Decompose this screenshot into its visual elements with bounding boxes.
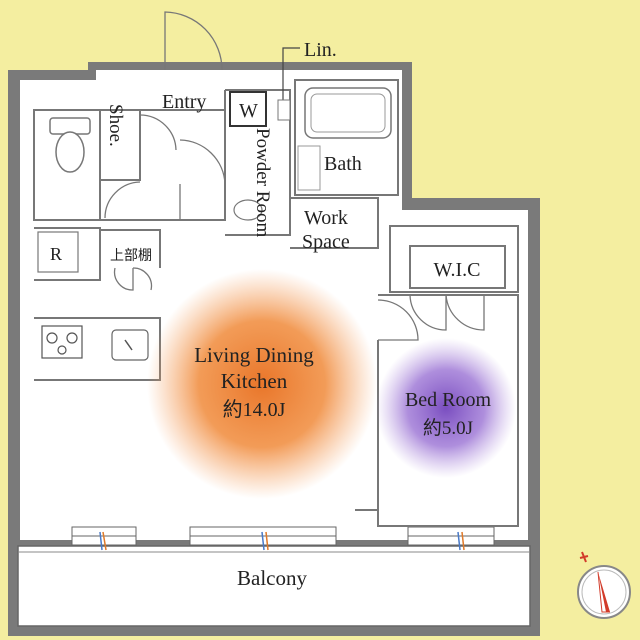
linen-label: Lin.: [304, 39, 337, 61]
sink-icon: [233, 199, 263, 221]
ldk-label-2: Kitchen: [221, 369, 288, 393]
linen-pointer: [282, 47, 300, 110]
ldk-highlight: [147, 269, 377, 499]
refrigerator-label: R: [50, 244, 62, 264]
bedroom-highlight: [376, 338, 516, 478]
kitchen-sink-icon: [111, 329, 149, 361]
bedroom-size-label: 約5.0J: [423, 417, 473, 439]
upper-shelf-label: 上部棚: [110, 248, 152, 264]
stove-icon: [41, 325, 83, 359]
washer-label: W: [239, 100, 258, 122]
interior-walls: [33, 79, 519, 527]
washer-box: [229, 91, 267, 127]
south-windows: [71, 526, 495, 546]
ldk-label-1: Living Dining: [194, 343, 314, 367]
work-space-label-1: Work: [304, 207, 348, 229]
balcony-area: [17, 545, 531, 627]
bath-label: Bath: [324, 153, 362, 175]
work-space-label-2: Space: [302, 231, 350, 253]
refrigerator-box: [37, 231, 79, 273]
compass-icon: [577, 551, 631, 619]
door-swings: [104, 11, 485, 341]
powder-room-label: Powder Room: [252, 128, 273, 237]
shoe-label: Shoe.: [105, 104, 126, 147]
bathtub: [304, 87, 392, 139]
toilet-icon: [49, 117, 91, 173]
entry-label: Entry: [162, 91, 206, 113]
ldk-size-label: 約14.0J: [223, 398, 286, 421]
balcony-label: Balcony: [237, 566, 307, 590]
wic-label: W.I.C: [433, 259, 480, 281]
bedroom-label: Bed Room: [405, 389, 492, 411]
window-markers: [99, 531, 465, 551]
